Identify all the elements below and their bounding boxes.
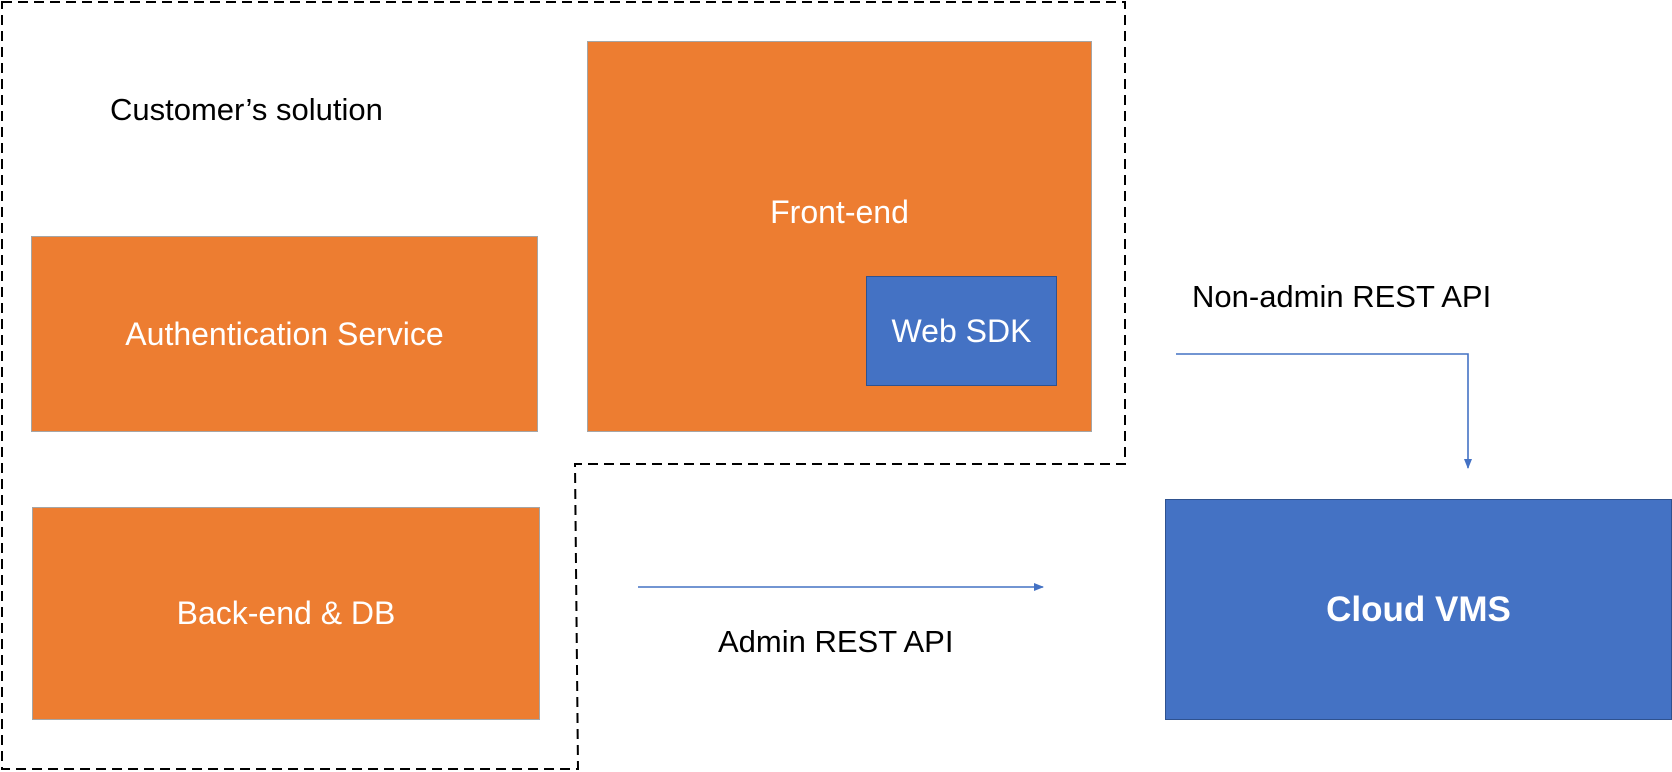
backend-db-box: Back-end & DB xyxy=(32,507,540,720)
authentication-service-box: Authentication Service xyxy=(31,236,538,432)
backend-db-label: Back-end & DB xyxy=(176,595,396,631)
web-sdk-label: Web SDK xyxy=(891,312,1032,349)
non-admin-api-label: Non-admin REST API xyxy=(1192,279,1492,314)
cloud-vms-label: Cloud VMS xyxy=(1326,589,1511,629)
frontend-label: Front-end xyxy=(770,194,909,230)
customer-solution-boundary xyxy=(1,1,1126,770)
cloud-vms-box: Cloud VMS xyxy=(1165,499,1672,720)
admin-api-label: Admin REST API xyxy=(718,624,954,659)
web-sdk-box: Web SDK xyxy=(866,276,1057,386)
authentication-service-label: Authentication Service xyxy=(125,315,444,352)
customer-solution-label: Customer’s solution xyxy=(110,92,383,127)
non-admin-api-arrow xyxy=(1176,353,1472,469)
